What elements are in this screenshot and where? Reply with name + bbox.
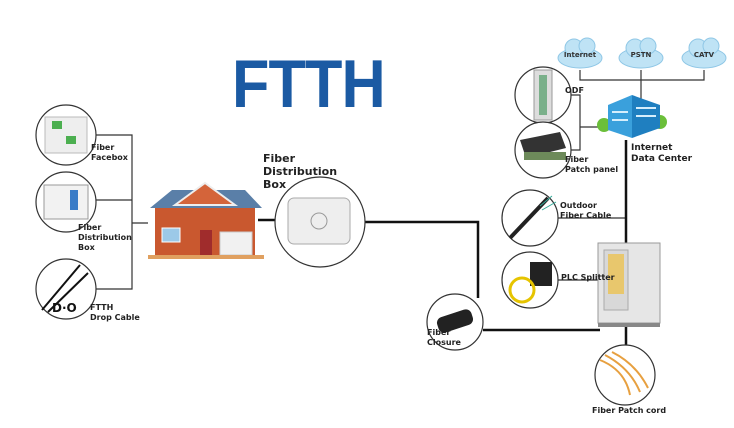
label-odf: ODF (565, 86, 584, 95)
fdb-circle (274, 176, 366, 268)
clouds (557, 37, 727, 69)
svg-text:D·O: D·O (52, 301, 77, 315)
label-ftth-drop-cable: FTTH Drop Cable (90, 303, 140, 322)
house-icon (148, 181, 264, 259)
right-branches (558, 217, 626, 281)
cabinet-icon (597, 242, 661, 327)
label-fiber-distribution-box-center: Fiber Distribution Box (263, 152, 338, 191)
label-fiber-closure: Fiber Closure (427, 328, 461, 347)
drop-cable-circle: D·O (35, 258, 97, 320)
data-center-building-icon (597, 95, 667, 138)
label-fiber-distribution-box-left: Fiber Distribution Box (78, 223, 132, 252)
distribution-box-circle (35, 171, 97, 233)
cloud-label-pstn: PSTN (630, 51, 652, 59)
odf-circle (514, 66, 572, 124)
cloud-links (579, 70, 705, 100)
left-bracket (91, 134, 148, 290)
patch-cord-circle (594, 344, 656, 406)
label-fiber-facebox: Fiber Facebox (91, 143, 128, 162)
facebox-circle (35, 104, 97, 166)
cloud-internet-icon (557, 37, 603, 69)
cloud-label-catv: CATV (693, 51, 715, 59)
label-fiber-patch-cord: Fiber Patch cord (592, 406, 667, 415)
connectors (91, 70, 705, 290)
cloud-label-internet: Internet (563, 51, 597, 59)
plc-splitter-circle (501, 251, 559, 309)
closure-circle (426, 293, 484, 351)
label-plc-splitter: PLC Splitter (561, 273, 615, 282)
page-title: FTTH (232, 46, 386, 122)
fdb-to-closure-line (365, 220, 480, 298)
cloud-catv-icon (681, 37, 727, 69)
outdoor-cable-circle (501, 189, 559, 247)
label-fiber-patch-panel: Fiber Patch panel (565, 155, 619, 174)
label-internet-data-center: Internet Data Center (631, 143, 693, 164)
patch-panel-circle (514, 121, 572, 179)
cloud-pstn-icon (618, 37, 664, 69)
label-outdoor-fiber-cable: Outdoor Fiber Cable (560, 201, 612, 220)
